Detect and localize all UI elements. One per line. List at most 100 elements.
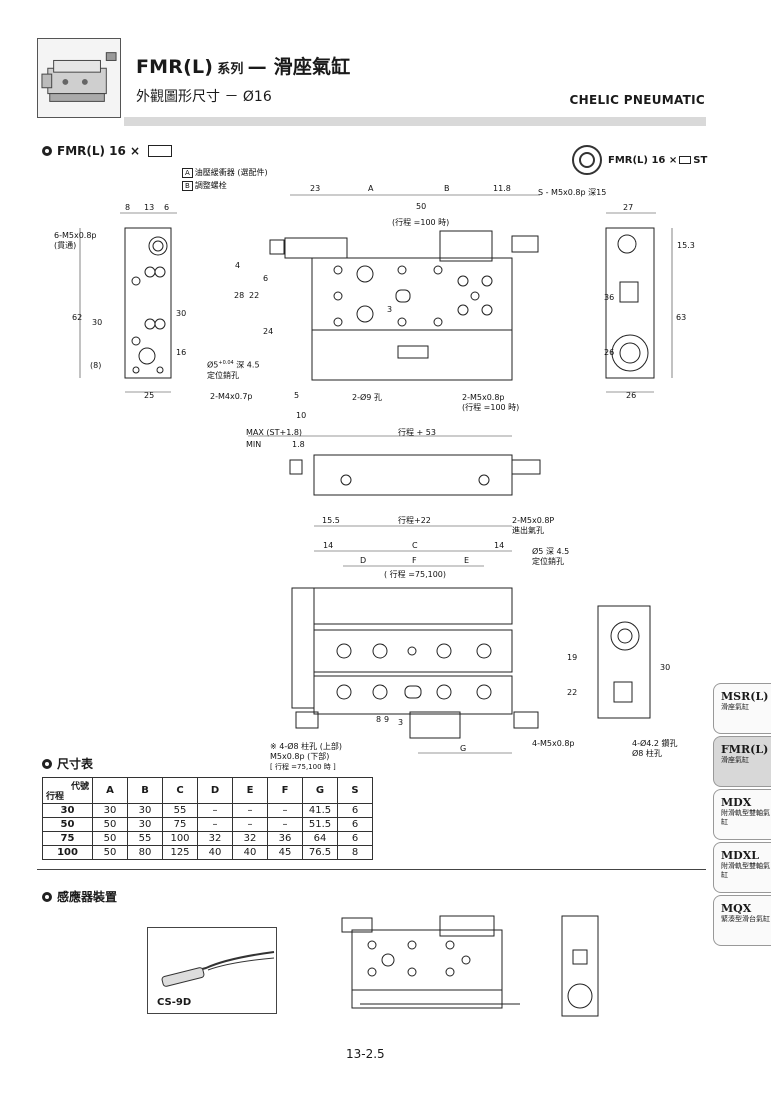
dim-E: E (464, 556, 469, 565)
cell: 6 (337, 817, 373, 832)
dim-3-b: 3 (398, 718, 403, 727)
cell: 64 (302, 831, 338, 846)
cell: 76.5 (302, 845, 338, 860)
dim-8-paren: (8) (90, 361, 101, 370)
cell: 8 (337, 845, 373, 860)
cell: 41.5 (302, 803, 338, 818)
cell: 32 (197, 831, 233, 846)
cell: – (232, 803, 268, 818)
col-S: S (337, 777, 373, 804)
dim-9: 9 (384, 715, 389, 724)
dim-4: 4 (235, 261, 240, 270)
col-C: C (162, 777, 198, 804)
side-tab-msr[interactable]: MSR(L)滑座氣缸 (713, 683, 771, 734)
main-view-label: FMR(L) 16 × (57, 144, 141, 158)
product-name: 滑座氣缸 (273, 56, 351, 78)
dim-15-5: 15.5 (322, 516, 340, 525)
cell: 55 (162, 803, 198, 818)
cell: 45 (267, 845, 303, 860)
dim-27: 27 (623, 203, 633, 212)
row-stroke: 75 (42, 831, 93, 846)
sensor-end-view (561, 915, 599, 1017)
callout-max: MAX (ST+1.8) (246, 428, 303, 437)
dim-30-c: 30 (660, 663, 670, 672)
section-divider (37, 869, 706, 870)
cell: 40 (197, 845, 233, 860)
cell: 50 (92, 817, 128, 832)
row-stroke: 100 (42, 845, 93, 860)
col-A: A (92, 777, 128, 804)
callout-s-thread: S - M5x0.8p 深15 (538, 188, 607, 197)
page-title: FMR(L)系列— 滑座氣缸 (136, 52, 350, 79)
callout-stroke22: 行程+22 (398, 516, 431, 525)
table-header-row: 代號行程 A B C D E F G S (42, 777, 373, 804)
page-number: 13-2.5 (346, 1047, 385, 1061)
col-G: G (302, 777, 338, 804)
dim-24: 24 (263, 327, 273, 336)
callout-min-value: 1.8 (292, 440, 305, 449)
dim-36: 36 (604, 293, 614, 302)
title-dash: — (247, 56, 267, 78)
cell: 51.5 (302, 817, 338, 832)
dim-50: 50 (416, 202, 426, 211)
cell: – (267, 803, 303, 818)
bullet-icon (42, 891, 52, 902)
dim-16: 16 (176, 348, 186, 357)
sensor-model: CS-9D (157, 997, 192, 1008)
dim-26-b: 26 (626, 391, 636, 400)
cell: 55 (127, 831, 163, 846)
dim-11-8: 11.8 (493, 184, 511, 193)
side-tab-code: MQX (721, 902, 752, 915)
bullet-icon (42, 758, 52, 769)
right-end-view (605, 227, 655, 379)
callout-hole8: ※ 4-Ø8 柱孔 (上部)M5x0.8p (下部)[ 行程 =75,100 時… (270, 742, 342, 771)
sensor-top-view (351, 929, 503, 991)
dim-6: 6 (164, 203, 169, 212)
dim-F: F (412, 556, 417, 565)
model-code: FMR(L) (136, 56, 214, 78)
main-view-heading: FMR(L) 16 × (42, 144, 173, 158)
dim-5: 5 (294, 391, 299, 400)
product-thumbnail (37, 38, 121, 118)
dim-D: D (360, 556, 366, 565)
sensor-icon (161, 951, 275, 987)
st-stroke-blank (679, 155, 692, 164)
st-suffix: ST (693, 154, 708, 166)
cell: – (197, 817, 233, 832)
side-tab-fmr[interactable]: FMR(L)滑座氣缸 (713, 736, 771, 787)
cell: 6 (337, 831, 373, 846)
cell: 6 (337, 803, 373, 818)
sensor-heading-label: 感應器裝置 (57, 890, 118, 904)
dim-30: 30 (92, 318, 102, 327)
table-corner: 代號行程 (42, 777, 93, 804)
dim-19: 19 (567, 653, 577, 662)
cell: – (197, 803, 233, 818)
brand-name: CHELIC PNEUMATIC (569, 93, 705, 107)
cell: 36 (267, 831, 303, 846)
dim-10: 10 (296, 411, 306, 420)
callout-stroke100-a: (行程 =100 時) (392, 218, 450, 227)
col-D: D (197, 777, 233, 804)
row-stroke: 50 (42, 817, 93, 832)
side-tab-code: FMR(L) (721, 743, 769, 756)
dim-8-c: 8 (376, 715, 381, 724)
dim-30-b: 30 (176, 309, 186, 318)
dim-14-b: 14 (494, 541, 504, 550)
cell: 40 (232, 845, 268, 860)
callout-thru-holes: 6-M5x0.8p(貫通) (54, 231, 97, 250)
dim-B: B (444, 184, 450, 193)
dim-C: C (412, 541, 418, 550)
